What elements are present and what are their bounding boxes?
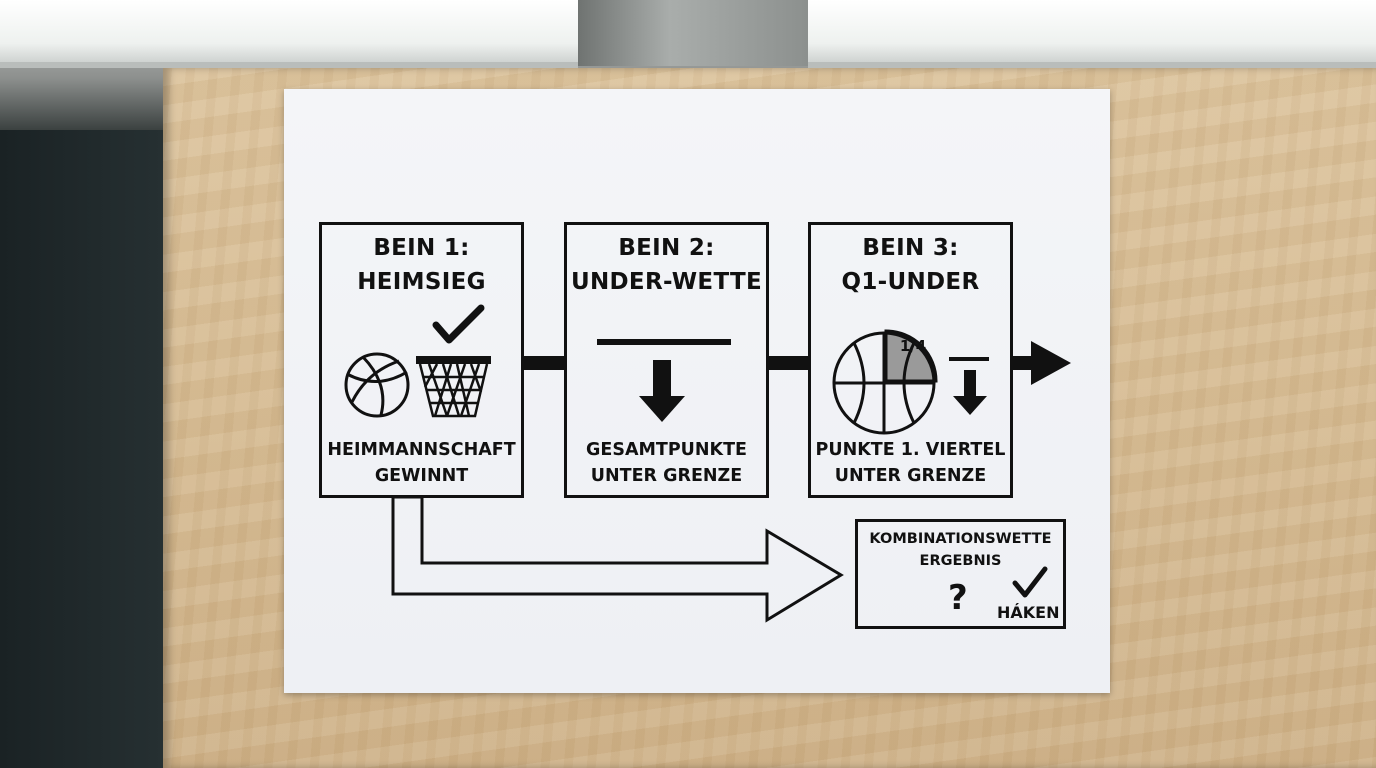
leg-2-title: UNDER-WETTE: [571, 269, 762, 295]
checkmark-icon: [432, 304, 485, 344]
basketball-icon: [344, 352, 410, 418]
ceiling-beam: [578, 0, 808, 66]
result-title: ERGEBNIS: [919, 553, 1002, 569]
leg-1-caption: GEWINNT: [374, 466, 469, 486]
connector-leg2-leg3: [767, 356, 810, 370]
checkmark-icon: [1012, 566, 1048, 598]
under-threshold-icon: [597, 339, 731, 422]
leg-3-title: BEIN 3:: [862, 235, 959, 261]
leg-3-box: BEIN 3: Q1-UNDER 1/4 PUNKTE 1. VIERTEL U…: [808, 222, 1013, 498]
paper-sheet: BEIN 1: HEIMSIEG HEIMMANNSCHAFT GEWINNT: [284, 89, 1110, 693]
leg-1-icons: [344, 304, 491, 418]
leg-2-icons: [597, 339, 731, 422]
leg-3-title: Q1-UNDER: [841, 269, 980, 295]
leg-3-icons: [832, 329, 989, 435]
leg-1-box: BEIN 1: HEIMSIEG HEIMMANNSCHAFT GEWINNT: [319, 222, 524, 498]
dark-wall: [0, 130, 165, 768]
diagram-connectors: [391, 341, 1071, 623]
question-mark: ?: [948, 578, 968, 618]
leg-3-caption: PUNKTE 1. VIERTEL: [815, 440, 1006, 460]
leg-3-caption: UNTER GRENZE: [834, 466, 987, 486]
ceiling-light: [808, 0, 1376, 68]
leg-1-caption: HEIMMANNSCHAFT: [327, 440, 516, 460]
ceiling-light: [0, 0, 578, 68]
quarter-basketball-icon: [832, 329, 938, 435]
result-icons: [1012, 566, 1048, 598]
combination-result-box: KOMBINATIONSWETTE ERGEBNIS ? HÁKEN: [855, 519, 1066, 629]
combination-flow-arrow-icon: [391, 495, 844, 623]
leg-2-title: BEIN 2:: [618, 235, 715, 261]
basketball-hoop-icon: [416, 356, 491, 418]
output-arrow-icon: [1011, 341, 1071, 385]
connector-leg1-leg2: [523, 356, 566, 370]
under-threshold-icon: [949, 357, 989, 415]
leg-2-box: BEIN 2: UNDER-WETTE GESAMTPUNKTE UNTER G…: [564, 222, 769, 498]
leg-1-title: BEIN 1:: [373, 235, 470, 261]
result-title: KOMBINATIONSWETTE: [869, 531, 1052, 547]
check-label: HÁKEN: [997, 603, 1060, 622]
leg-1-title: HEIMSIEG: [357, 269, 486, 295]
quarter-label: 1/4: [899, 337, 927, 355]
leg-2-caption: UNTER GRENZE: [590, 466, 743, 486]
leg-2-caption: GESAMTPUNKTE: [586, 440, 747, 460]
